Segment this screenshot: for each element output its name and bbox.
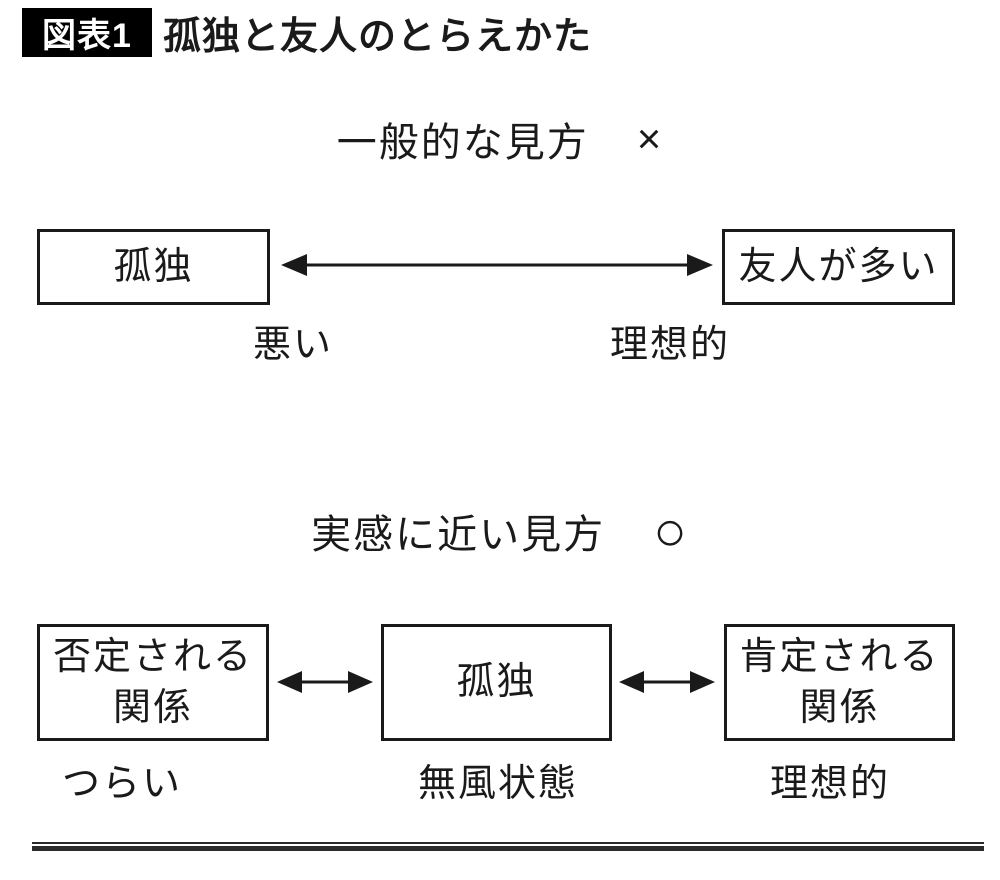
box-positive-relationship-label: 肯定される 関係 bbox=[739, 635, 940, 729]
long-double-arrow-icon bbox=[281, 254, 713, 276]
cross-mark: × bbox=[636, 115, 664, 162]
caption-ideal-2: 理想的 bbox=[770, 763, 891, 805]
box-negative-relationship: 否定される 関係 bbox=[37, 624, 269, 741]
box-loneliness-label: 孤独 bbox=[113, 245, 194, 288]
short-double-arrow-left-icon bbox=[277, 671, 373, 693]
caption-painful: つらい bbox=[62, 763, 183, 805]
box-positive-relationship: 肯定される 関係 bbox=[724, 624, 955, 741]
box-loneliness: 孤独 bbox=[37, 229, 270, 305]
realistic-view-heading: 実感に近い見方 bbox=[311, 513, 606, 557]
bottom-rule-thick-line bbox=[32, 846, 984, 851]
caption-calm-state: 無風状態 bbox=[418, 763, 579, 805]
realistic-view-heading-row: 実感に近い見方 ○ bbox=[0, 502, 1000, 560]
short-double-arrow-right-icon bbox=[619, 671, 715, 693]
box-many-friends-label: 友人が多い bbox=[738, 245, 939, 288]
box-loneliness-center-label: 孤独 bbox=[456, 661, 537, 703]
figure-badge: 図表1 bbox=[22, 8, 152, 57]
box-negative-relationship-label: 否定される 関係 bbox=[52, 635, 253, 729]
caption-ideal: 理想的 bbox=[610, 324, 731, 366]
figure-title: 孤独と友人のとらえかた bbox=[163, 16, 593, 58]
bottom-rule-thin-line bbox=[32, 842, 984, 844]
general-view-heading: 一般的な見方 bbox=[336, 121, 589, 165]
box-many-friends: 友人が多い bbox=[722, 229, 955, 305]
circle-mark: ○ bbox=[653, 499, 689, 562]
caption-bad: 悪い bbox=[253, 324, 334, 366]
box-loneliness-center: 孤独 bbox=[381, 624, 612, 741]
general-view-heading-row: 一般的な見方 × bbox=[0, 110, 1000, 168]
